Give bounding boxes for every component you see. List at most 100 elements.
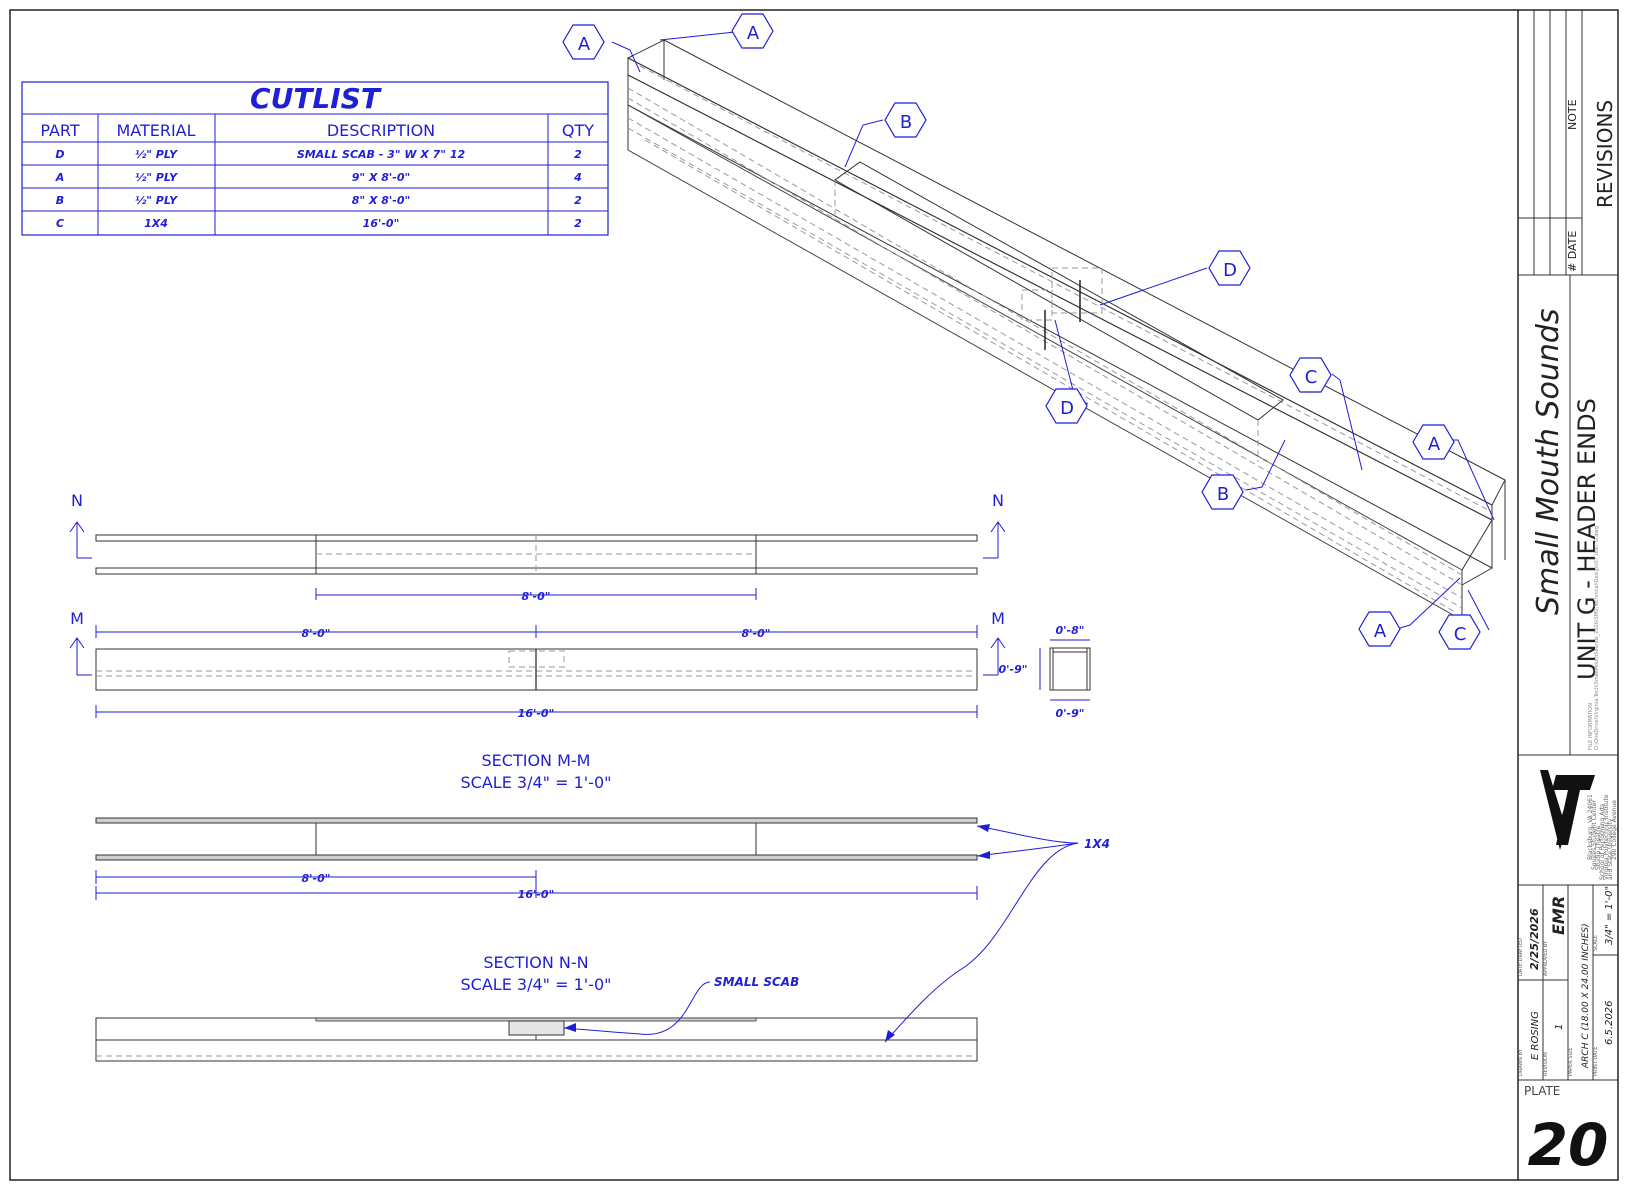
- svg-text:PAPER SIZE: PAPER SIZE: [1568, 1047, 1574, 1076]
- school-line: Blacksburg, VA 24061: [1587, 794, 1594, 860]
- revisions-heading: REVISIONS: [1593, 100, 1617, 208]
- cutlist-header-material: MATERIAL: [116, 121, 195, 140]
- drawing-title: UNIT G - HEADER ENDS: [1573, 398, 1601, 680]
- revision-number: 1: [1554, 1024, 1565, 1030]
- svg-text:C: C: [1454, 624, 1467, 645]
- svg-text:1X4: 1X4: [1084, 837, 1110, 851]
- svg-text:DRAWN BY: DRAWN BY: [1518, 1048, 1524, 1076]
- svg-text:A: A: [1374, 621, 1387, 642]
- school-line: and State University: [1607, 818, 1614, 880]
- plate-label: PLATE: [1524, 1084, 1560, 1098]
- school-line: Studio Theatre: [1595, 825, 1602, 870]
- section-m-m: SECTION M-M SCALE 3/4" = 1'-0" 8'-0" 16'…: [95, 751, 978, 901]
- revisions-date-label: # DATE: [1566, 231, 1579, 272]
- section-n-n: SECTION N-N SCALE 3/4" = 1'-0": [95, 953, 978, 1062]
- company-name: Small Mouth Sounds: [1531, 308, 1566, 615]
- cutlist-cell: 16'-0": [363, 217, 400, 230]
- school-line: Virginia Polytechnic Institute: [1603, 794, 1610, 880]
- file-info-label: FILE INFORMATION: [1588, 703, 1594, 750]
- cutlist-cell: D: [55, 148, 64, 161]
- sheet-border: [9, 9, 1619, 1181]
- section-marker-n-right: N: [992, 491, 1004, 510]
- revisions-note-label: NOTE: [1566, 99, 1579, 130]
- svg-text:A: A: [747, 23, 760, 44]
- svg-text:D: D: [1223, 260, 1237, 281]
- drawn-by: E ROSING: [1530, 1011, 1541, 1060]
- section-mm-scale: SCALE 3/4" = 1'-0": [461, 773, 612, 792]
- plate-number: 20: [1528, 1111, 1609, 1179]
- cutlist-header-part: PART: [40, 121, 80, 140]
- dim-elev-16ft: 16'-0": [518, 707, 555, 720]
- cutlist-cell: 2: [574, 148, 582, 161]
- print-date: 6.5.2026: [1604, 1000, 1615, 1045]
- svg-text:SMALL SCAB: SMALL SCAB: [714, 975, 799, 989]
- svg-text:REVISION: REVISION: [1543, 1052, 1549, 1076]
- cutlist-cell: SMALL SCAB - 3" W X 7" 12: [297, 148, 466, 161]
- title-block: REVISIONS NOTE # DATE Small Mouth Sounds…: [1517, 10, 1618, 1180]
- section-marker-m-right: M: [991, 609, 1005, 628]
- cutlist-cell: 9" X 8'-0": [352, 171, 411, 184]
- cutlist-cell: 2: [574, 217, 582, 230]
- dim-0-9-bottom: 0'-9": [1056, 707, 1085, 720]
- cutlist-table: CUTLIST PART MATERIAL DESCRIPTION QTY D …: [21, 81, 609, 236]
- cutlist-cell: 2: [574, 194, 582, 207]
- date-drafted: 2/25/2026: [1528, 908, 1541, 970]
- drawing-scale: 3/4" = 1'-0": [1604, 886, 1615, 945]
- callout-d-1: D: [1208, 250, 1251, 286]
- section-nn-title: SECTION N-N: [483, 953, 588, 972]
- callout-b-2: B: [1201, 474, 1244, 510]
- cutlist-cell: ½" PLY: [135, 148, 178, 161]
- school-line: 290 College Avenue: [1611, 800, 1618, 860]
- svg-text:DATE DRAFTED: DATE DRAFTED: [1518, 938, 1524, 976]
- svg-text:APPROVED BY: APPROVED BY: [1543, 940, 1549, 976]
- section-marker-n-left: N: [71, 491, 83, 510]
- section-marker-m-left: M: [70, 609, 84, 628]
- cutlist-cell: A: [55, 171, 65, 184]
- cutlist-title: CUTLIST: [250, 82, 382, 115]
- dim-0-9-side: 0'-9": [999, 663, 1028, 676]
- cutlist-cell: ½" PLY: [135, 194, 178, 207]
- callout-a-4: A: [1358, 611, 1401, 647]
- dim-mm-8ft: 8'-0": [302, 872, 331, 885]
- callout-c-1: C: [1289, 357, 1332, 393]
- school-line: School of Performing Arts: [1599, 804, 1606, 880]
- svg-text:PRINT DATE: PRINT DATE: [1593, 1047, 1599, 1076]
- section-nn-scale: SCALE 3/4" = 1'-0": [461, 975, 612, 994]
- file-path: D:\OneDrive\Virginia Tech\SmallMouthSoun…: [1594, 526, 1600, 750]
- callout-leaders: [611, 31, 1495, 631]
- svg-text:D: D: [1060, 398, 1074, 419]
- end-cross-section: 0'-8" 0'-9" 0'-9": [999, 624, 1091, 720]
- callout-a-3: A: [1412, 424, 1455, 460]
- section-mm-title: SECTION M-M: [482, 751, 591, 770]
- school-line: Squires Student Center: [1591, 800, 1598, 870]
- svg-text:A: A: [578, 34, 591, 55]
- dim-0-8: 0'-8": [1056, 624, 1085, 637]
- svg-text:B: B: [1217, 484, 1229, 505]
- isometric-view: [626, 39, 1506, 622]
- approved-by: EMR: [1549, 896, 1568, 935]
- cutlist-cell: 1X4: [144, 217, 168, 230]
- vt-logo: [1540, 770, 1595, 850]
- cutlist-cell: 8" X 8'-0": [352, 194, 411, 207]
- dim-plan-8ft: 8'-0": [522, 590, 551, 603]
- callout-b-1: B: [884, 102, 927, 138]
- svg-text:B: B: [900, 112, 912, 133]
- cutlist-cell: 4: [573, 171, 582, 184]
- cutlist-cell: ½" PLY: [135, 171, 178, 184]
- plan-view: N N 8'-0": [69, 491, 1006, 603]
- svg-text:SCALE: SCALE: [1593, 935, 1599, 951]
- cutlist-header-qty: QTY: [562, 121, 594, 140]
- callout-a-1: A: [562, 24, 605, 60]
- elevation-view: M M 8'-0" 8'-0" 16'-0": [69, 609, 1006, 720]
- dim-elev-8ft-right: 8'-0": [742, 627, 771, 640]
- svg-text:A: A: [1428, 434, 1441, 455]
- cutlist-header-description: DESCRIPTION: [327, 121, 435, 140]
- annotation-1x4: 1X4: [884, 824, 1110, 1043]
- dim-mm-16ft: 16'-0": [518, 888, 555, 901]
- paper-size: ARCH C (18.00 X 24.00 INCHES): [1581, 923, 1591, 1069]
- cutlist-cell: B: [56, 194, 64, 207]
- callout-d-2: D: [1045, 388, 1088, 424]
- svg-text:C: C: [1305, 367, 1318, 388]
- callout-c-2: C: [1438, 614, 1481, 650]
